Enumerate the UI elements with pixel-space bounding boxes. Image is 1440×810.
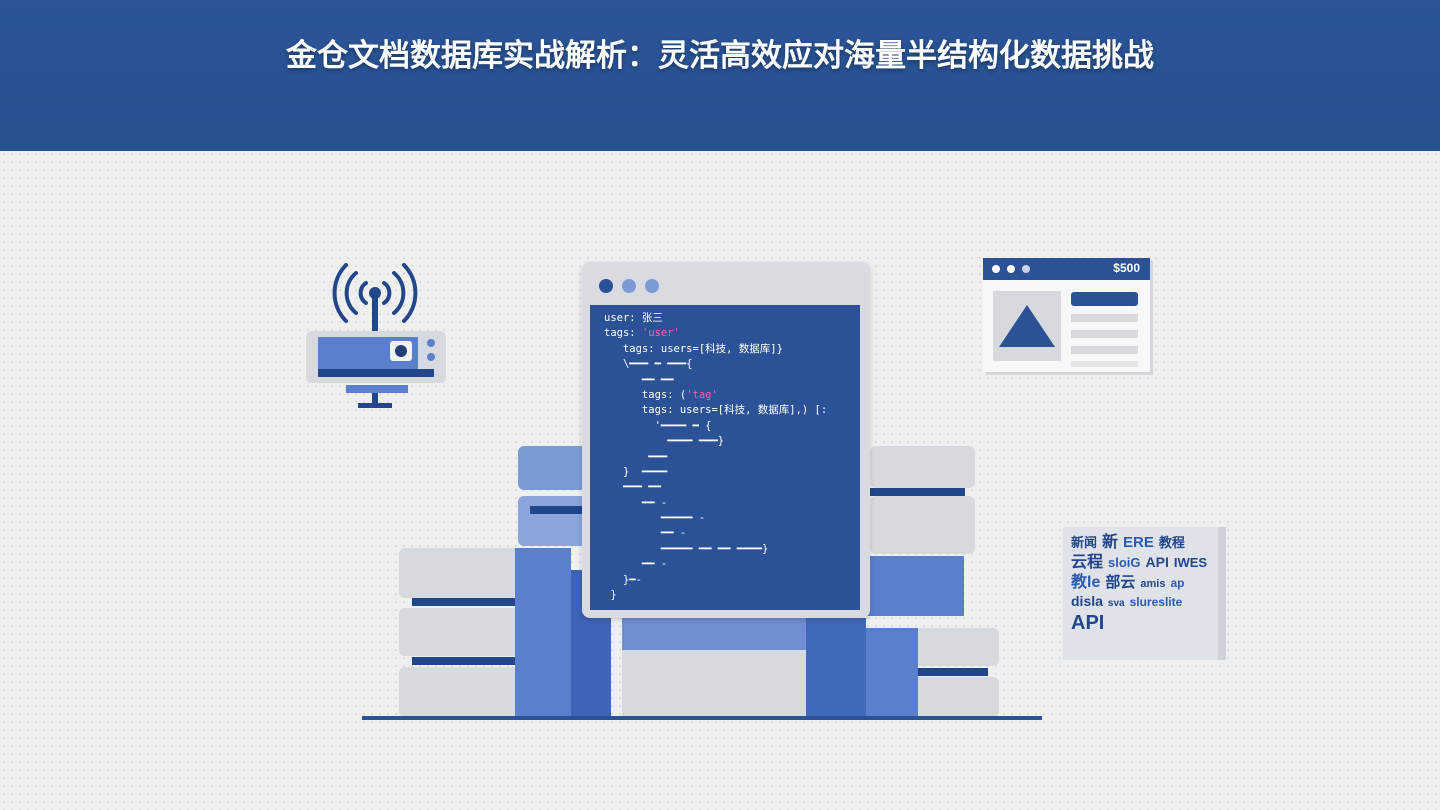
code-line: }━- [604, 573, 846, 588]
code-text: ━━ - [604, 496, 668, 509]
code-line: ━━ ━━ [604, 373, 846, 388]
code-line: ━━ - [604, 526, 846, 541]
page-title: 金仓文档数据库实战解析：灵活高效应对海量半结构化数据挑战 [286, 38, 1154, 74]
code-text: }━- [604, 573, 642, 586]
wifi-router-icon [300, 255, 450, 415]
word-cloud-word: sva [1107, 598, 1125, 610]
code-text: tags: [604, 327, 642, 340]
word-cloud-word: 云程 [1071, 553, 1104, 571]
word-cloud-word: ERE [1123, 534, 1154, 551]
code-text: tags: users=[科技, 数据库]} [604, 342, 783, 355]
browser-card: $500 [983, 258, 1150, 372]
code-text: ━━━ ━━ [604, 481, 661, 494]
code-line: ━━━ ━━ [604, 480, 846, 495]
window-dot-icon [599, 279, 613, 293]
code-text: ━━━━━ ━━ ━━ ━━━━} [604, 542, 769, 555]
word-cloud-word: 教程 [1158, 535, 1185, 550]
code-line: ━━━ [604, 450, 846, 465]
code-line: ━━━━━ ━━ ━━ ━━━━} [604, 542, 846, 557]
code-text: tags: users=[科技, 数据库],) [: [604, 404, 828, 417]
window-dot-icon [622, 279, 636, 293]
code-line: user: 张三 [604, 311, 846, 326]
word-cloud-word: sloiG [1108, 554, 1141, 570]
window-dot-icon [645, 279, 659, 293]
code-line: ━━ - [604, 496, 846, 511]
code-highlight: 'tag' [686, 388, 718, 401]
word-cloud-word: 教le [1071, 573, 1101, 591]
code-line: '━━━━ ━ { [604, 419, 846, 434]
code-text: ━━━━━ - [604, 512, 706, 525]
code-line: ━━━━━ - [604, 511, 846, 526]
code-text: ━━ - [604, 527, 687, 540]
code-text: user: 张三 [604, 312, 663, 324]
code-line: ━━ - [604, 557, 846, 572]
word-cloud-word: 部云 [1105, 573, 1136, 591]
code-text: } [604, 589, 617, 602]
code-line: } [604, 588, 846, 603]
code-text: '━━━━ ━ { [604, 419, 712, 432]
browser-titlebar: $500 [983, 258, 1150, 280]
code-editor-window: user: 张三 tags: 'user' tags: users=[科技, 数据… [582, 262, 870, 618]
word-cloud-word: 新闻 [1071, 535, 1098, 550]
word-cloud-word: slureslite [1129, 595, 1183, 610]
code-line: } ━━━━ [604, 465, 846, 480]
word-cloud-word: ap [1170, 575, 1185, 590]
price-label: $500 [1113, 261, 1140, 275]
code-text: } ━━━━ [604, 465, 668, 478]
code-text: ━━━━ ━━━} [604, 435, 725, 448]
code-line: tags: ('tag' [604, 388, 846, 403]
word-cloud-word: disla [1071, 593, 1103, 610]
word-cloud-word: API [1071, 611, 1105, 634]
code-line: tags: 'user' [604, 326, 846, 341]
image-placeholder-icon [993, 291, 1061, 361]
code-line: tags: users=[科技, 数据库],) [: [604, 403, 846, 418]
word-cloud-word: API [1145, 553, 1169, 570]
code-text: tags: ( [604, 388, 687, 401]
code-text: ━━ - [604, 558, 668, 571]
word-cloud-word: amis [1140, 577, 1166, 590]
code-text: ━━━ [604, 450, 668, 463]
json-code-block: user: 张三 tags: 'user' tags: users=[科技, 数据… [590, 305, 860, 610]
word-cloud-word: IWES [1173, 554, 1208, 570]
code-text: ━━ ━━ [604, 373, 674, 386]
title-banner: 金仓文档数据库实战解析：灵活高效应对海量半结构化数据挑战 [0, 0, 1440, 151]
code-line: \━━━ ━ ━━━{ [604, 357, 846, 372]
word-cloud-word: 新 [1102, 534, 1119, 551]
code-text: \━━━ ━ ━━━{ [604, 358, 693, 371]
code-line: ━━━━ ━━━} [604, 434, 846, 449]
code-line: tags: users=[科技, 数据库]} [604, 342, 846, 357]
code-highlight: 'user' [641, 327, 680, 340]
